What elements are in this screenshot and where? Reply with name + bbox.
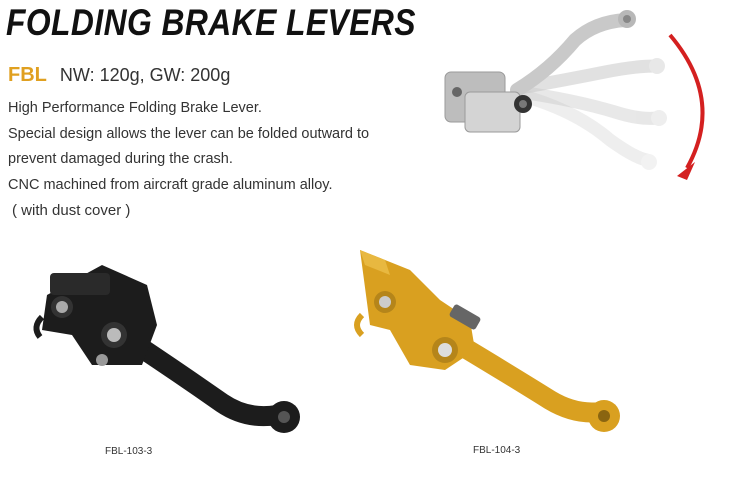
description-line: Special design allows the lever can be f…	[8, 125, 370, 142]
fold-arrow-head	[677, 162, 695, 180]
model-code: FBL	[8, 64, 47, 86]
ghost-lever-3	[513, 85, 667, 126]
fold-arrow	[668, 33, 705, 169]
folding-sequence-image	[444, 10, 705, 180]
product-image-fbl-104-3	[354, 250, 620, 432]
product-code-fbl-104-3: FBL-104-3	[473, 445, 521, 456]
product-image-fbl-103-3	[33, 265, 300, 433]
hero-lever-arm	[510, 13, 632, 97]
page-title: FOLDING BRAKE LEVERS	[6, 2, 416, 43]
description-line: High Performance Folding Brake Lever.	[8, 100, 262, 116]
product-code-fbl-103-3: FBL-103-3	[105, 446, 153, 457]
model-line: FBL NW: 120g, GW: 200g	[8, 64, 230, 87]
product-lever-arm	[127, 335, 287, 427]
model-weights: NW: 120g, GW: 200g	[59, 65, 231, 85]
ghost-lever-4	[513, 88, 657, 170]
description-line: prevent damaged during the crash.	[8, 151, 233, 167]
main-lever	[444, 10, 636, 133]
ghost-lever-2	[513, 58, 665, 95]
description-line: CNC machined from aircraft grade aluminu…	[8, 176, 333, 193]
description: High Performance Folding Brake Lever. Sp…	[8, 96, 369, 198]
dust-cover-note: ( with dust cover )	[12, 202, 131, 219]
product-lever-arm	[450, 335, 610, 423]
